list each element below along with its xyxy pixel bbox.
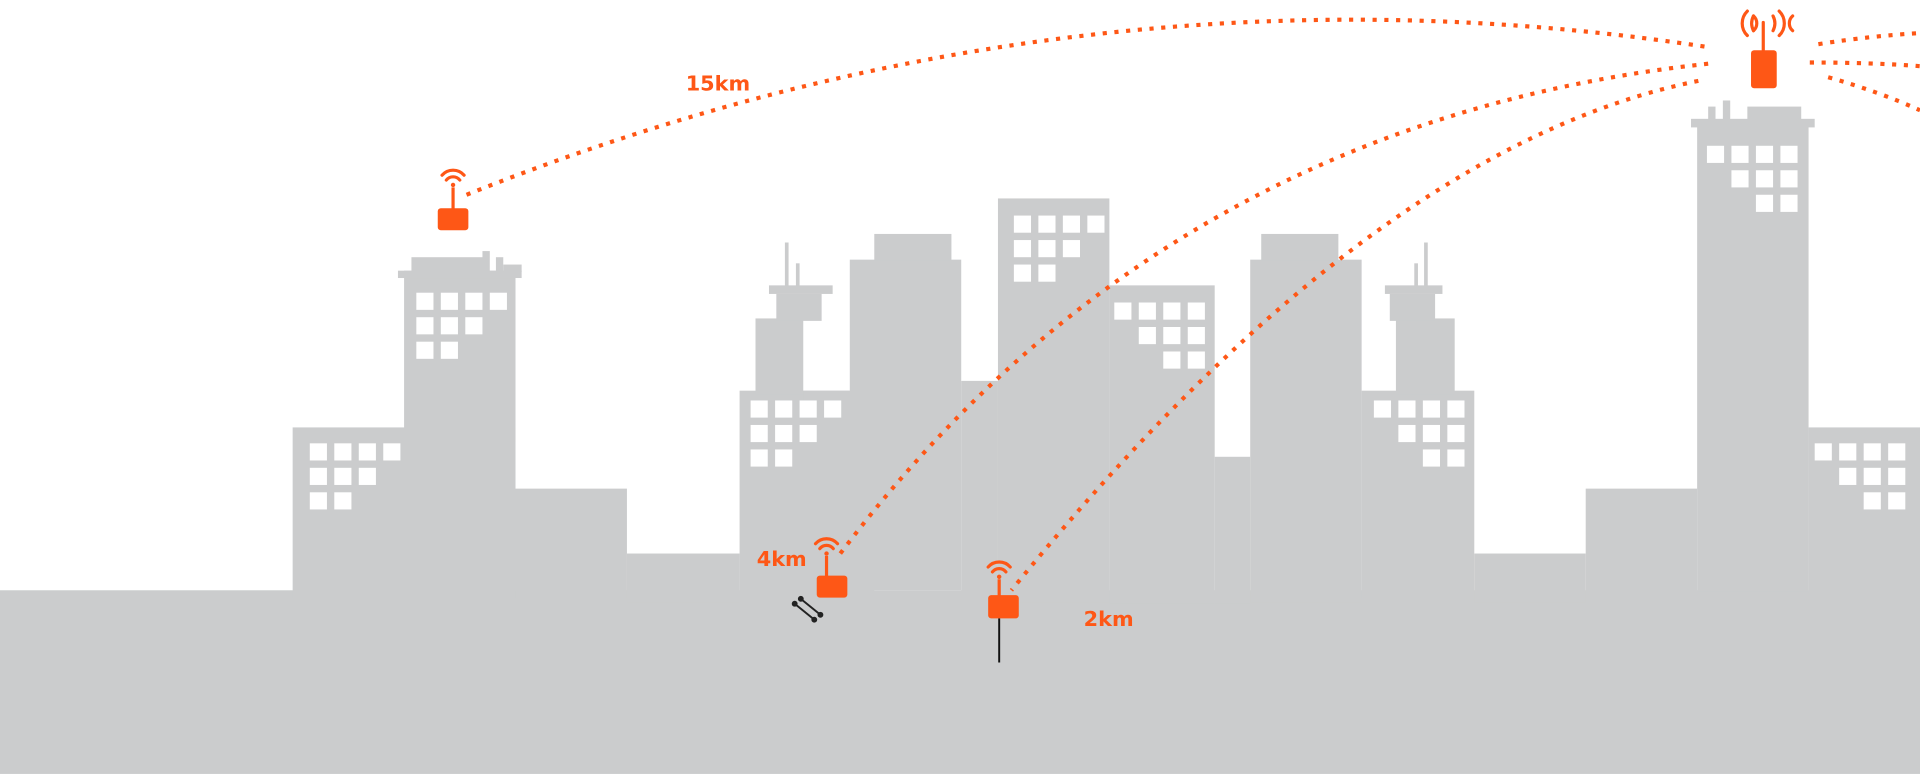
link-4km: [835, 61, 1709, 559]
wireless-sensor-icon: [437, 208, 469, 231]
link-right-2: [1809, 60, 1920, 69]
link-right-1: [1818, 31, 1920, 47]
wifi-signal-icon: [813, 537, 840, 556]
range-label-15km: 15km: [686, 72, 750, 96]
range-label-4km: 4km: [757, 547, 807, 571]
sensor-2km: [986, 560, 1019, 663]
wireless-sensor-icon: [816, 575, 848, 598]
cable-icon: [791, 595, 824, 623]
wifi-signal-icon: [1740, 9, 1795, 38]
link-15km: [465, 17, 1705, 197]
gateway-icon: [1751, 50, 1777, 89]
radio-links: [465, 17, 1920, 592]
link-right-3: [1827, 75, 1920, 113]
city-skyline: [0, 100, 1920, 774]
wifi-signal-icon: [986, 560, 1012, 579]
gateway: [1740, 9, 1795, 89]
range-label-2km: 2km: [1084, 607, 1134, 631]
sensor-rooftop: [437, 168, 469, 231]
wifi-signal-icon: [440, 168, 466, 188]
wireless-sensor-icon: [988, 595, 1019, 619]
sensor-4km: [791, 537, 848, 623]
building-windows: [309, 145, 1906, 510]
